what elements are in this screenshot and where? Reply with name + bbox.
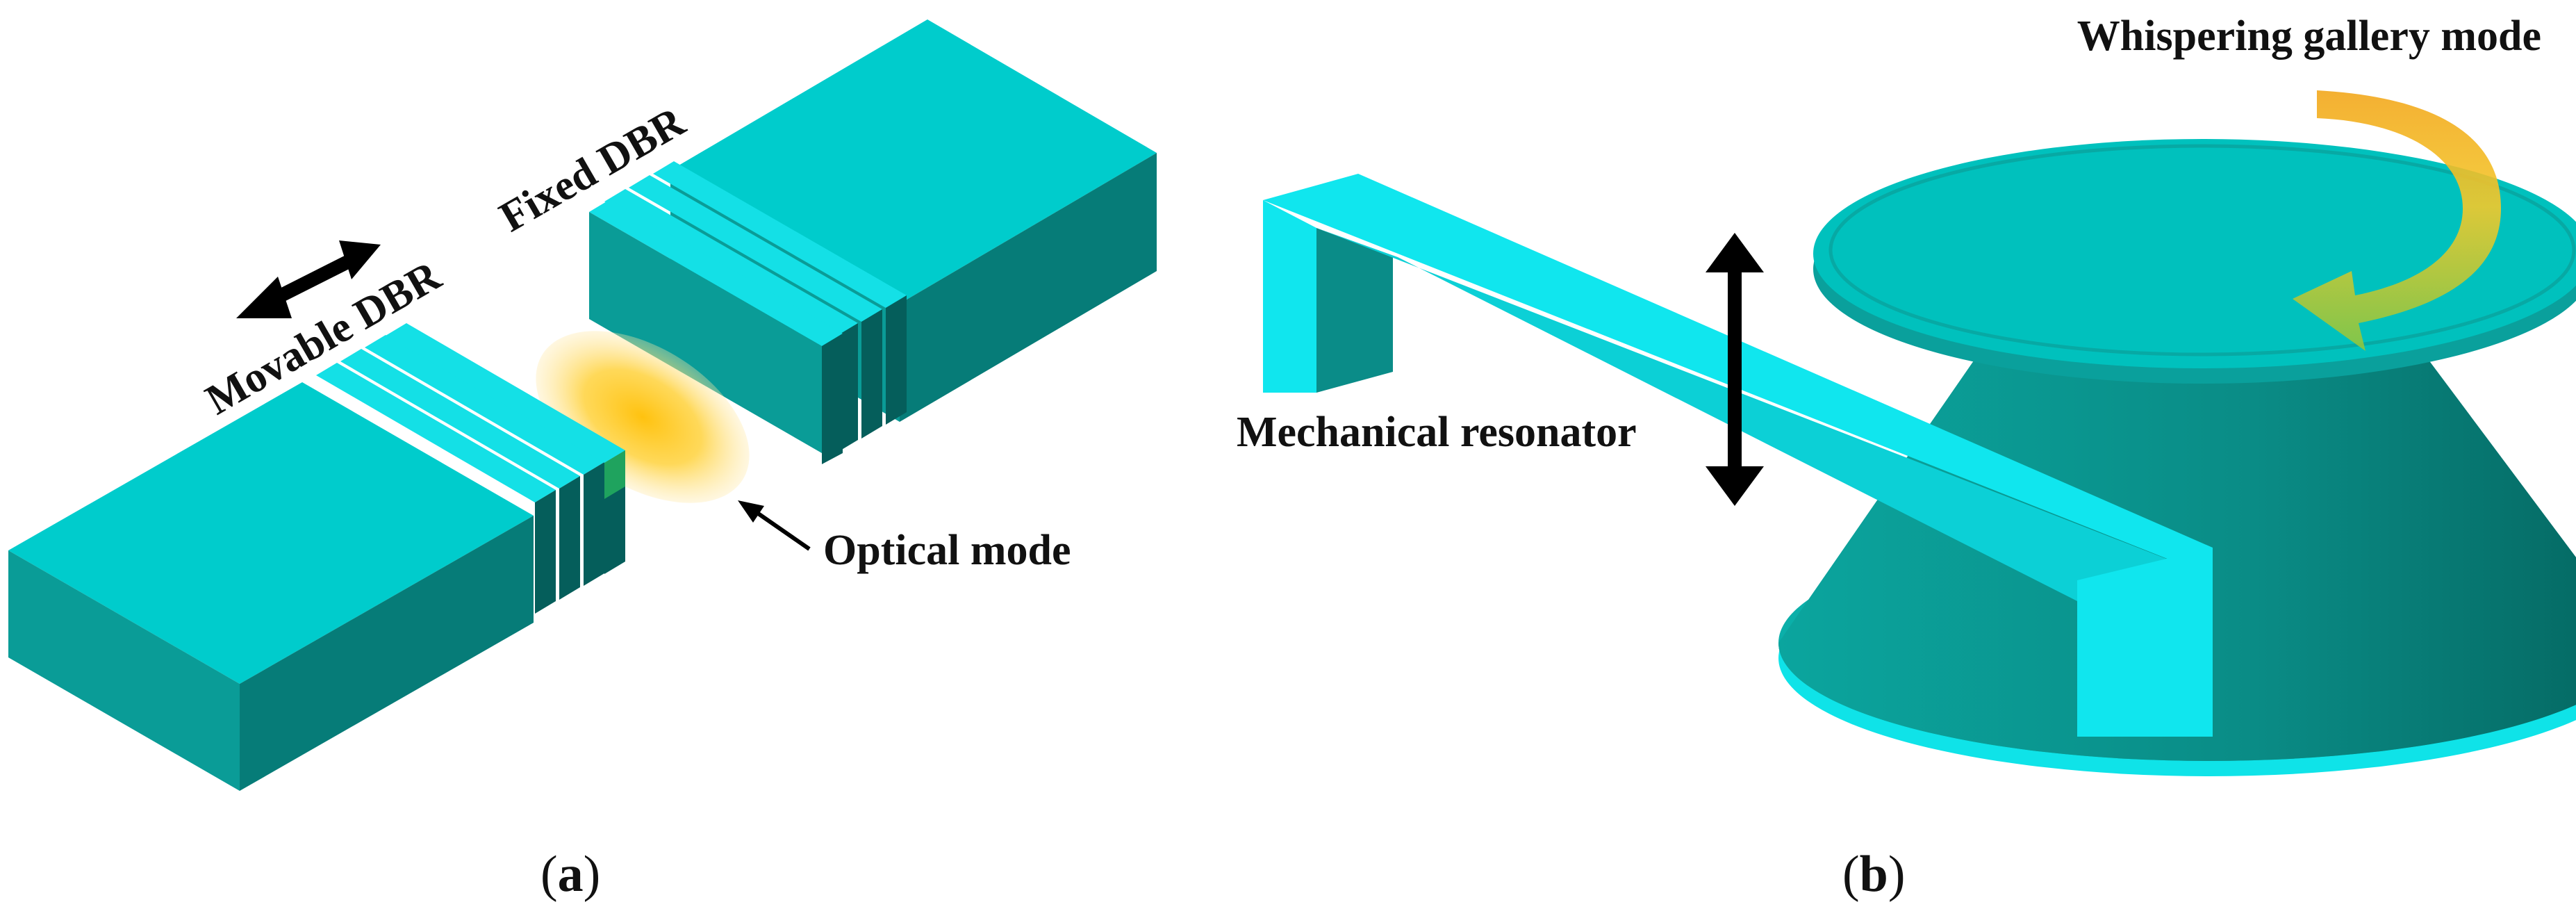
movable-dbr-block [8, 382, 534, 791]
movable-dbr-slabs [316, 323, 625, 614]
label-mechanical-resonator: Mechanical resonator [1237, 409, 1637, 456]
movable-slab-1 [316, 363, 556, 614]
optical-mode-pointer [738, 500, 811, 551]
caption-a: (a) [540, 846, 600, 903]
label-optical-mode: Optical mode [823, 527, 1071, 574]
caption-a-close: ) [584, 846, 601, 903]
caption-b-close: ) [1888, 846, 1906, 903]
movable-slab-4 [386, 323, 625, 574]
caption-b-letter: b [1860, 846, 1888, 903]
movable-double-arrow [236, 240, 381, 318]
caption-a-letter: a [558, 846, 584, 903]
caption-b-open: ( [1842, 846, 1860, 903]
movable-slab-3 [365, 335, 604, 586]
panel-a: Movable DBR Fixed DBR Optical mode (a) [8, 19, 1157, 903]
fixed-slab-4 [589, 199, 843, 464]
label-whispering-gallery-mode: Whispering gallery mode [2077, 13, 2541, 60]
caption-b: (b) [1842, 846, 1905, 903]
fixed-dbr-slabs [589, 161, 907, 464]
movable-slab-2 [340, 349, 580, 600]
vertical-double-arrow [1706, 233, 1764, 506]
caption-a-open: ( [540, 846, 558, 903]
panel-b: Whispering gallery mode Mechanical reson… [1237, 13, 2576, 903]
fixed-slab-1 [653, 161, 907, 425]
fixed-slab-2 [629, 175, 882, 439]
wgm-arrow [2293, 90, 2501, 351]
